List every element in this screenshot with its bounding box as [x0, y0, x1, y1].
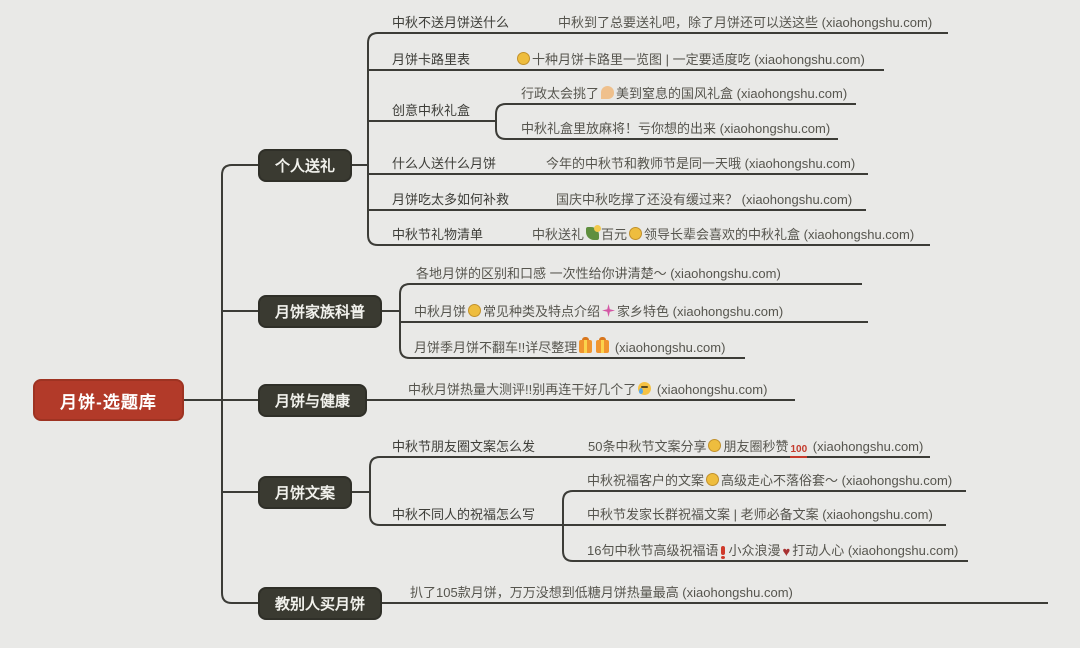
branch-node-teach-buying[interactable]: 教别人买月饼: [258, 587, 383, 620]
gift-icon: [596, 337, 610, 353]
connector: [369, 456, 381, 526]
leaf-link[interactable]: 中秋礼盒里放麻将！亏你想的出来 (xiaohongshu.com): [521, 121, 831, 136]
moon-icon: [708, 439, 722, 452]
branch-node-mooncake-health[interactable]: 月饼与健康: [258, 384, 368, 417]
heart-icon: [782, 545, 790, 558]
leaf-link[interactable]: 各地月饼的区别和口感 一次性给你讲清楚～ (xiaohongshu.com): [416, 266, 781, 281]
leaf-link[interactable]: 国庆中秋吃撑了还没有缓过来？ (xiaohongshu.com): [556, 192, 853, 207]
subtopic-label[interactable]: 中秋节礼物清单: [392, 227, 484, 242]
cry-icon: [638, 382, 652, 395]
branch-node-personal-gifting[interactable]: 个人送礼: [258, 149, 353, 182]
subtopic-label[interactable]: 中秋不同人的祝福怎么写: [392, 507, 536, 522]
moon-icon: [706, 473, 720, 486]
subtopic-label[interactable]: 什么人送什么月饼: [392, 156, 497, 171]
subtopic-label[interactable]: 中秋节朋友圈文案怎么发: [392, 439, 536, 454]
leaf-link[interactable]: 16句中秋节高级祝福语小众浪漫打动人心 (xiaohongshu.com): [587, 541, 958, 561]
hand-icon: [601, 86, 615, 99]
gift-icon: [579, 337, 593, 353]
leaf-link[interactable]: 中秋节发家长群祝福文案 | 老师必备文案 (xiaohongshu.com): [587, 507, 933, 522]
leaf-link[interactable]: 中秋祝福客户的文案高级走心不落俗套～ (xiaohongshu.com): [587, 473, 953, 488]
subtopic-label[interactable]: 创意中秋礼盒: [392, 103, 471, 118]
sparkle-icon: [602, 304, 616, 317]
connector: [221, 164, 258, 604]
hundred-icon: [790, 444, 808, 458]
subtopic-label[interactable]: 月饼卡路里表: [392, 52, 471, 67]
leaf-link[interactable]: 扒了105款月饼，万万没想到低糖月饼热量最高 (xiaohongshu.com): [410, 585, 793, 600]
moon-icon: [517, 52, 530, 65]
subtopic-label[interactable]: 中秋不送月饼送什么: [392, 15, 510, 30]
connector: [495, 103, 507, 140]
leaf-link[interactable]: 行政太会挑了美到窒息的国风礼盒 (xiaohongshu.com): [521, 86, 848, 101]
leaf-link[interactable]: 今年的中秋节和教师节是同一天哦 (xiaohongshu.com): [546, 156, 856, 171]
excl-icon: [721, 546, 726, 559]
leaf-link[interactable]: 中秋到了总要送礼吧，除了月饼还可以送这些 (xiaohongshu.com): [558, 15, 933, 30]
subtopic-label[interactable]: 月饼吃太多如何补救: [392, 192, 510, 207]
root-node[interactable]: 月饼-选题库: [33, 379, 184, 421]
branch-node-mooncake-family[interactable]: 月饼家族科普: [258, 295, 383, 328]
ceremony-icon: [586, 225, 602, 240]
leaf-link[interactable]: 中秋月饼热量大测评!!别再连干好几个了 (xiaohongshu.com): [408, 382, 768, 397]
leaf-link[interactable]: 中秋送礼百元领导长辈会喜欢的中秋礼盒 (xiaohongshu.com): [532, 225, 915, 242]
leaf-link[interactable]: 月饼季月饼不翻车!!详尽整理 (xiaohongshu.com): [414, 337, 726, 355]
moon-icon: [468, 304, 482, 317]
connector: [367, 32, 379, 246]
leaf-link[interactable]: 中秋月饼常见种类及特点介绍家乡特色 (xiaohongshu.com): [414, 304, 784, 319]
moon-icon: [629, 227, 643, 240]
leaf-link[interactable]: 十种月饼卡路里一览图 | 一定要适度吃 (xiaohongshu.com): [515, 50, 865, 70]
branch-node-mooncake-copywriting[interactable]: 月饼文案: [258, 476, 353, 509]
